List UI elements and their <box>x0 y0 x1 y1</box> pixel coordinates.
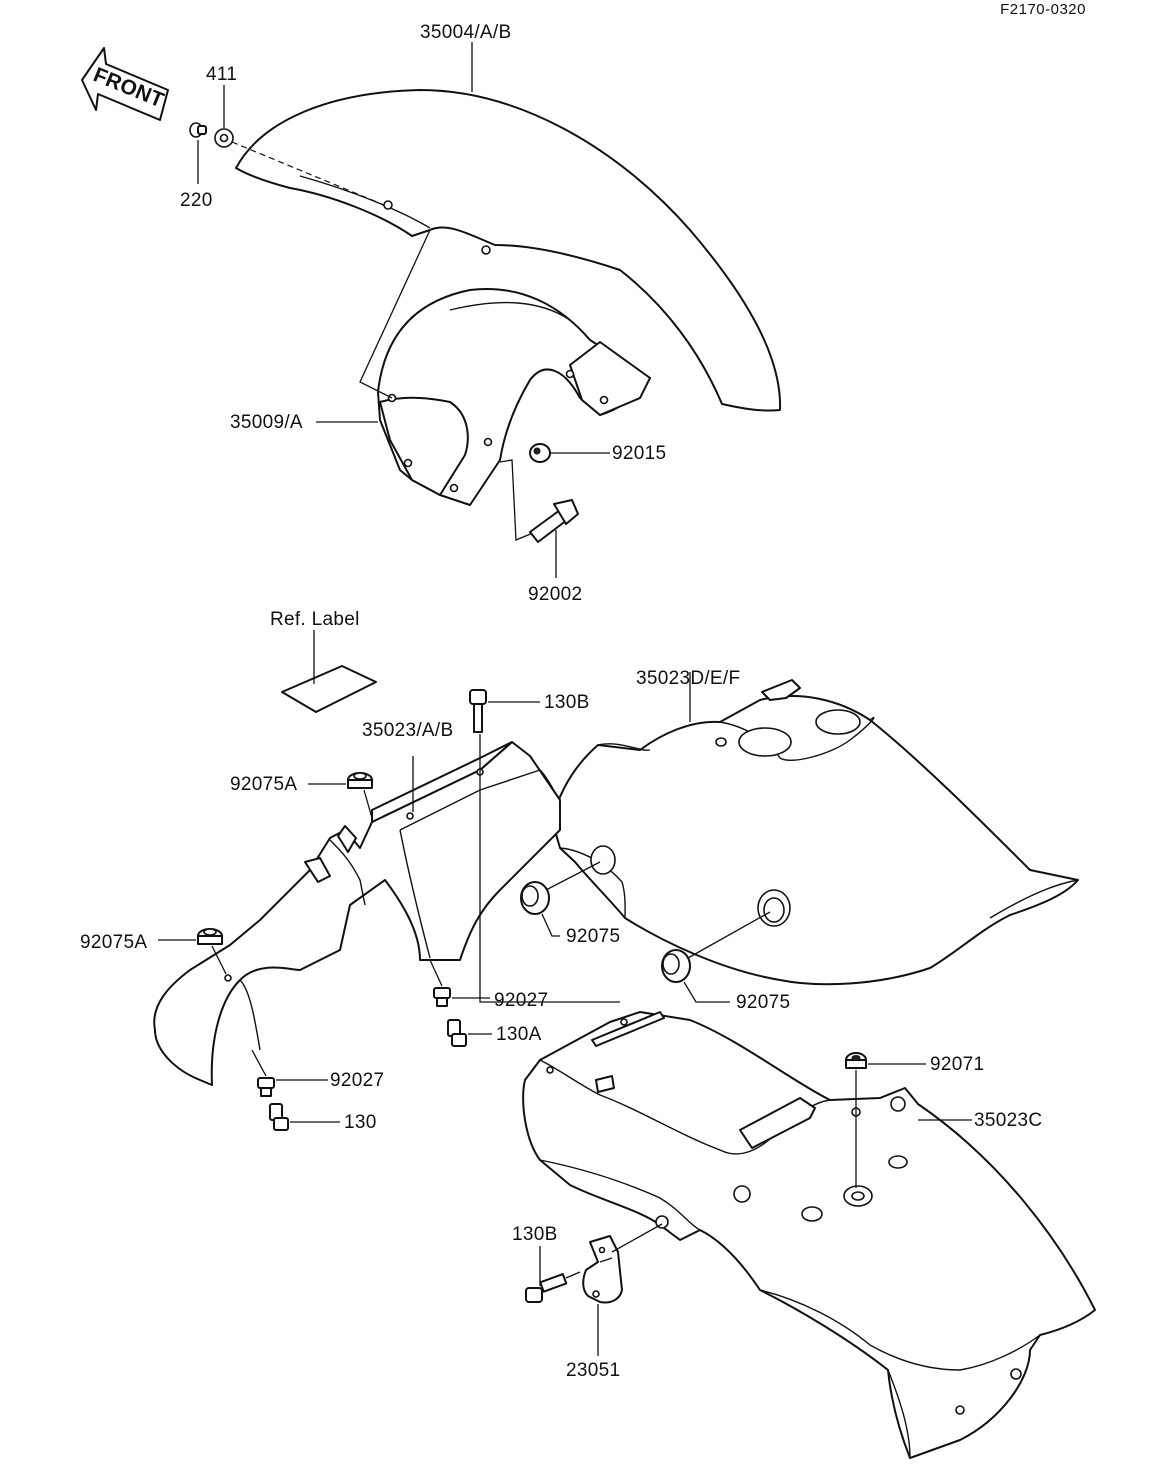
collar-92027-low <box>251 1049 328 1097</box>
label-35023DEF: 35023D/E/F <box>636 668 740 689</box>
label-35023AB: 35023/A/B <box>362 720 453 741</box>
label-92015: 92015 <box>612 443 666 464</box>
label-35004: 35004/A/B <box>420 22 511 43</box>
rear-fender <box>522 1011 1096 1459</box>
grommet-92075-left <box>520 861 601 937</box>
screw-220 <box>189 122 207 184</box>
label-130: 130 <box>344 1112 377 1133</box>
label-92002: 92002 <box>528 584 582 605</box>
label-92075-right: 92075 <box>736 992 790 1013</box>
label-130B-bottom: 130B <box>512 1224 558 1245</box>
label-411: 411 <box>206 64 237 85</box>
label-220: 220 <box>180 190 213 211</box>
label-92075-left: 92075 <box>566 926 620 947</box>
label-92075A-lower: 92075A <box>80 932 147 953</box>
clamp-23051 <box>582 1223 663 1356</box>
label-23051: 23051 <box>566 1360 620 1381</box>
label-92027-low: 92027 <box>330 1070 384 1091</box>
label-92027-mid: 92027 <box>494 990 548 1011</box>
front-arrow-icon: FRONT <box>81 47 169 121</box>
collar-92027-mid <box>429 959 490 1007</box>
bolt-130A <box>447 1019 492 1047</box>
grommet-92075A-lower <box>158 928 227 975</box>
bolt-92002 <box>529 499 579 578</box>
bolt-130B-top <box>469 689 620 1003</box>
front-fender <box>235 89 782 412</box>
label-130B-top: 130B <box>544 692 590 713</box>
bolt-130 <box>269 1103 340 1131</box>
label-35023C: 35023C <box>974 1110 1042 1131</box>
label-ref-label: Ref. Label <box>270 609 360 630</box>
nut-92071 <box>845 1052 926 1188</box>
label-35009: 35009/A <box>230 412 303 433</box>
grommet-92075A-upper <box>308 772 373 819</box>
grommet-92075-right <box>661 911 771 1003</box>
label-92071: 92071 <box>930 1054 984 1075</box>
nut-92015 <box>529 443 610 463</box>
rear-inner-fender <box>153 741 561 1086</box>
washer-411 <box>214 85 234 148</box>
label-92075A-upper: 92075A <box>230 774 297 795</box>
diagram-code: F2170-0320 <box>1000 1 1086 18</box>
rear-mudguard <box>551 679 1079 986</box>
ref-label-tag <box>281 630 377 713</box>
bolt-130B-bottom <box>525 1246 581 1303</box>
fender-bracket <box>377 288 651 506</box>
label-130A: 130A <box>496 1024 542 1045</box>
